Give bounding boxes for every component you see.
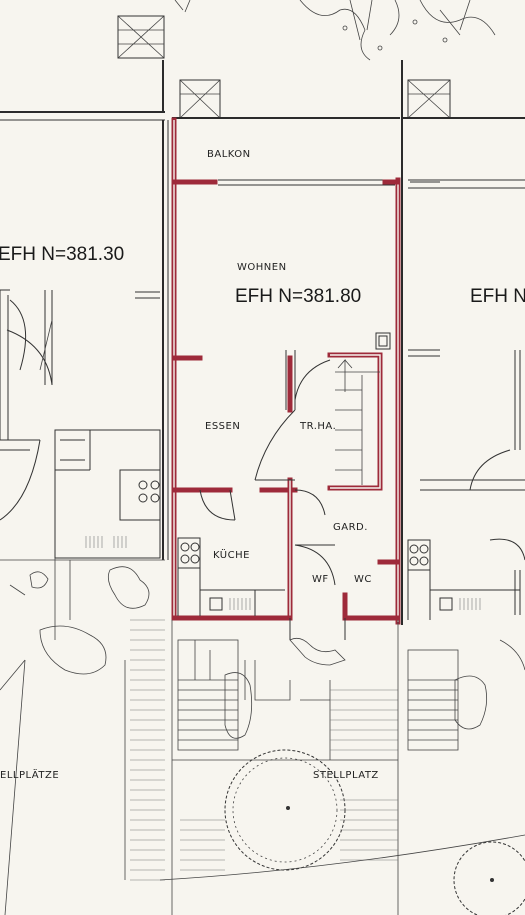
balcony-railing-center xyxy=(179,79,221,119)
tree-center-bottom xyxy=(224,749,346,871)
balcony-railing-right xyxy=(407,79,451,119)
room-label-treppenhaus: TR.HA. xyxy=(299,421,336,432)
room-label-balkon: BALKON xyxy=(207,149,251,160)
center-unit xyxy=(159,117,525,915)
right-unit-floor-level-label: EFH N xyxy=(470,286,525,307)
tree-sketch-top xyxy=(174,0,496,61)
room-label-wf: WF xyxy=(312,574,329,585)
area-label-stellplatz: STELLPLATZ xyxy=(313,770,379,781)
left-unit-floor-level-label: EFH N=381.30 xyxy=(0,244,124,265)
area-label-stellplaetze: ELLPLÄTZE xyxy=(0,768,59,781)
room-label-wc: WC xyxy=(354,574,372,585)
room-label-essen: ESSEN xyxy=(205,421,240,432)
left-unit xyxy=(0,60,169,915)
balcony-railing-left xyxy=(117,15,165,59)
room-label-wohnen: WOHNEN xyxy=(237,262,287,273)
room-label-kueche: KÜCHE xyxy=(213,548,250,561)
room-label-garderobe: GARD. xyxy=(333,522,368,533)
center-unit-floor-level-label: EFH N=381.80 xyxy=(235,286,361,307)
right-unit xyxy=(401,60,525,915)
